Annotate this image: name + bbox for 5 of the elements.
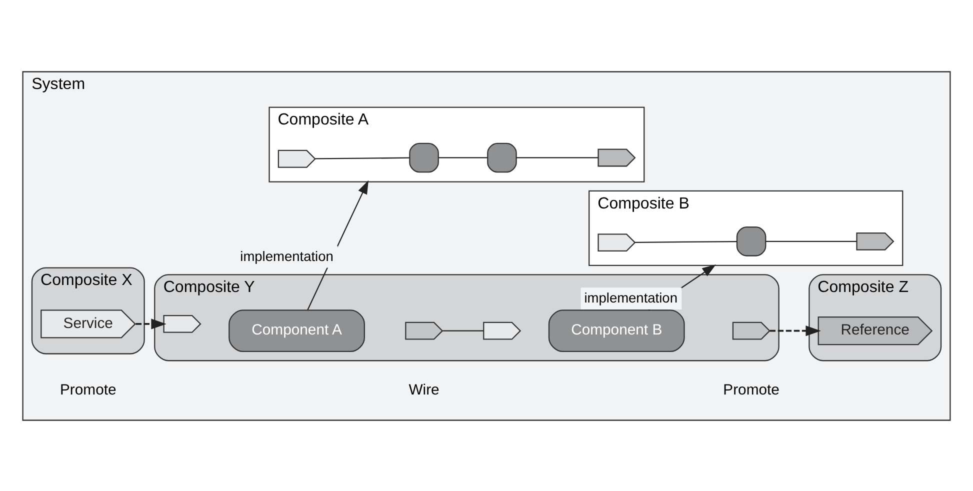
- label: Wire: [408, 382, 440, 398]
- label: Promote: [60, 382, 116, 398]
- label: Promote: [723, 382, 780, 398]
- edge-label: implementation: [584, 290, 678, 306]
- edge-label: implementation: [240, 248, 334, 264]
